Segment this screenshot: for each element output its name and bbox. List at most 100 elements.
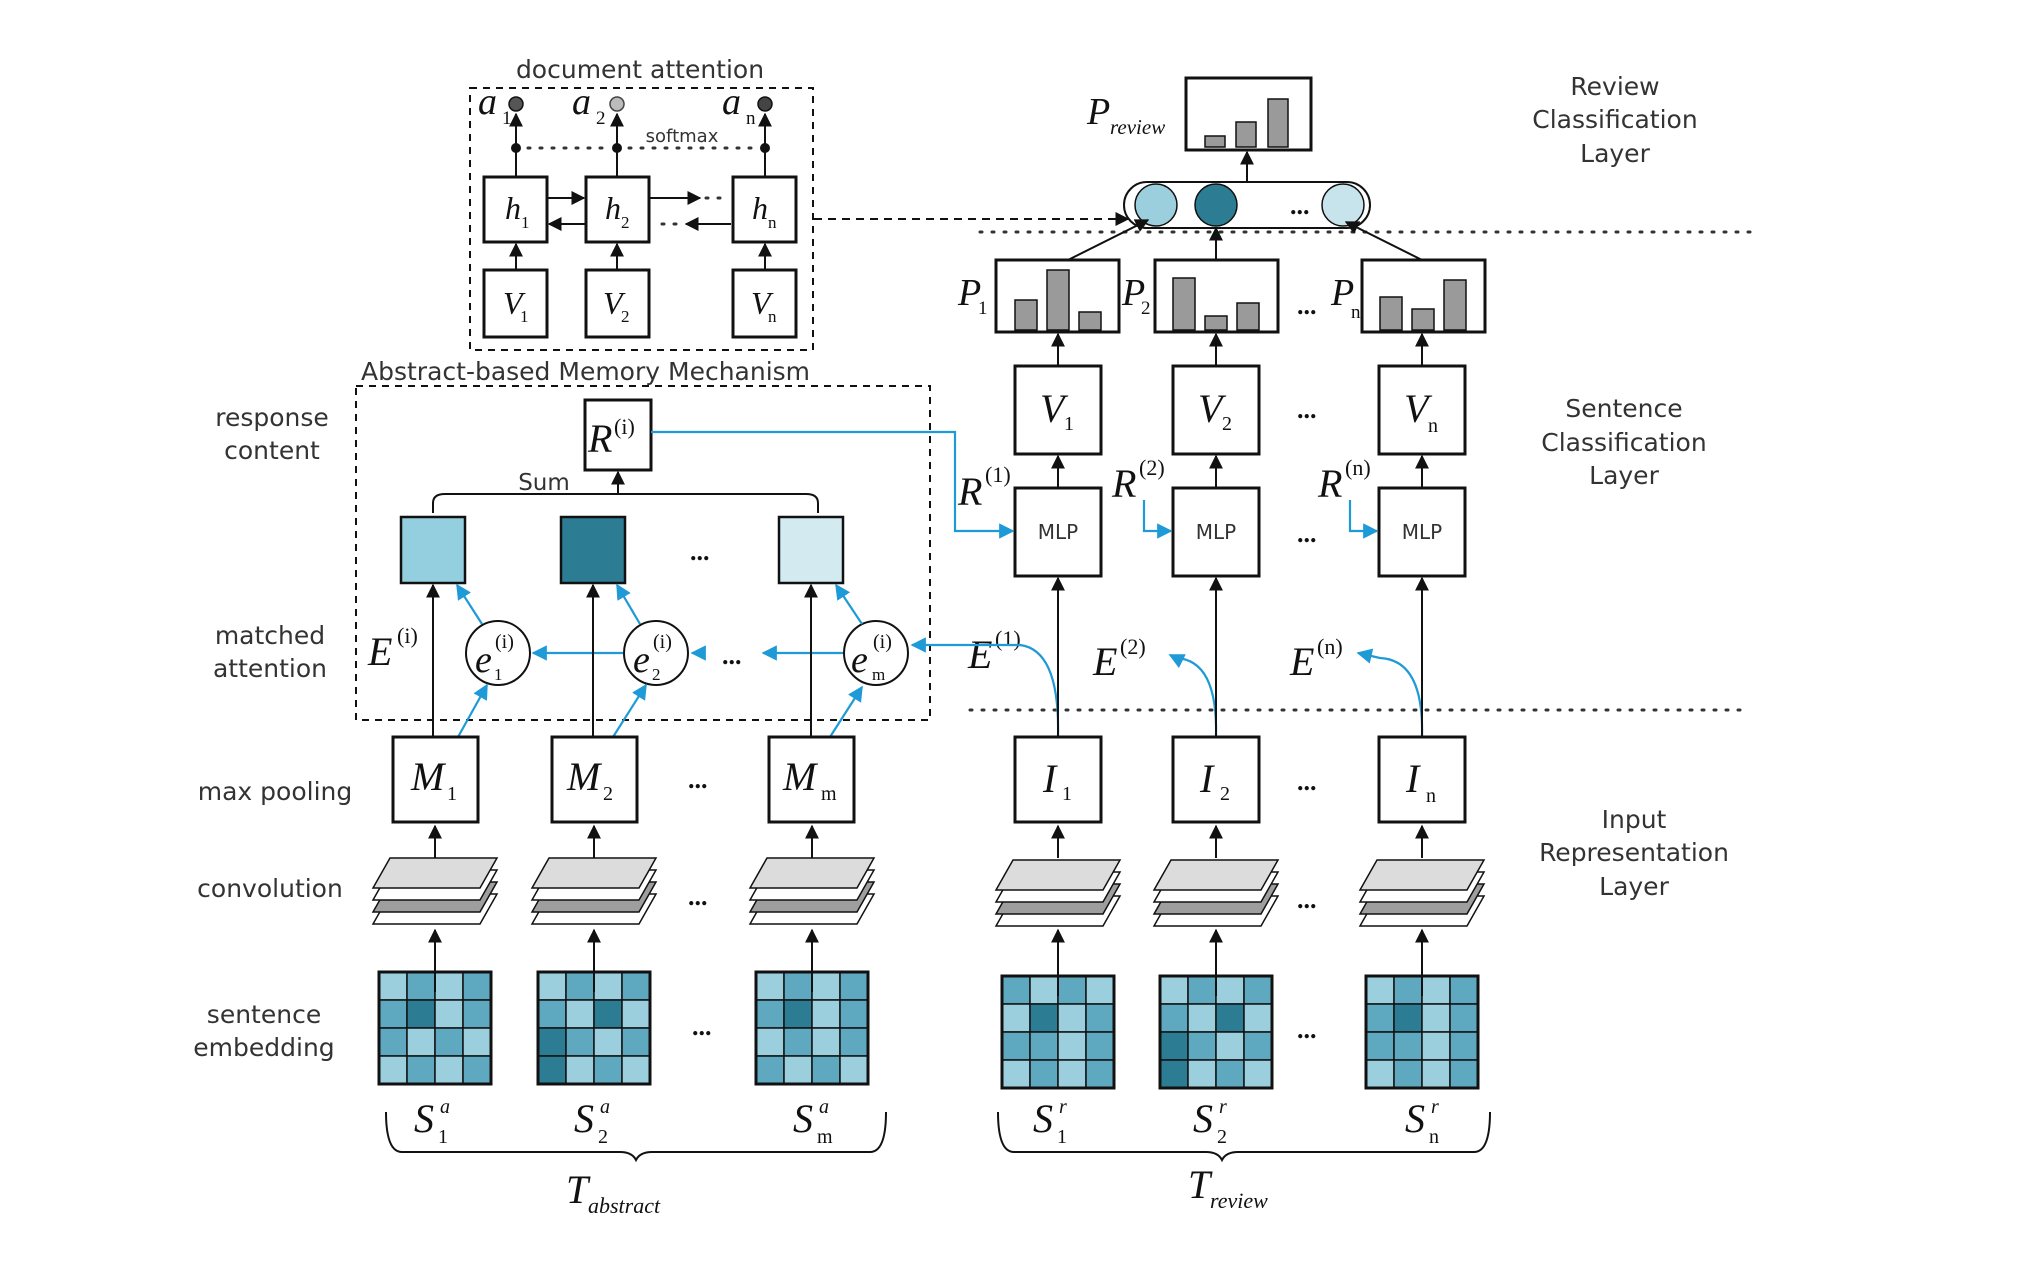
svg-text:E: E	[967, 632, 992, 677]
memory-mechanism-frame	[355, 385, 931, 721]
svg-text:1: 1	[1057, 1126, 1067, 1148]
embedding-cell	[593, 999, 623, 1029]
memory-mechanism: Abstract-based Memory Mechanism R (i) Su…	[355, 357, 1015, 738]
svg-text:e: e	[633, 639, 650, 681]
response-r1: R (1)	[957, 462, 1011, 514]
embedding-grid-2	[536, 928, 652, 1086]
embedding-cell	[1365, 1003, 1395, 1033]
hidden-state-h1: h 1	[482, 175, 549, 244]
svg-text:Layer: Layer	[1589, 461, 1659, 490]
svg-text:1: 1	[1064, 413, 1074, 435]
p-review-label: P review	[1086, 91, 1165, 139]
sentence-embedding-label-2: embedding	[193, 1033, 334, 1062]
embedding-cell	[537, 999, 567, 1029]
svg-text:V: V	[1198, 386, 1227, 431]
e2-curve	[1168, 654, 1218, 738]
embedding-cell	[783, 1027, 813, 1057]
svg-text:e: e	[475, 639, 492, 681]
sentence-vectors: V 1 V 2 ... V n	[1013, 332, 1467, 456]
embedding-grid-3	[754, 928, 870, 1086]
sentence-vector-v2: V 2	[1171, 364, 1261, 456]
embedding-grid-6	[1364, 928, 1480, 1090]
ri-to-mlp-arrow	[651, 430, 1015, 539]
embedding-cell	[378, 1055, 408, 1085]
conv-ellipsis-review: ...	[1297, 885, 1317, 914]
document-attention-frame	[469, 87, 814, 351]
svg-text:2: 2	[1220, 783, 1230, 805]
row-labels: response content matched attention max p…	[193, 403, 352, 1062]
embedding-cell	[755, 999, 785, 1029]
embedding-cell	[1449, 975, 1479, 1005]
svg-text:R: R	[587, 416, 612, 461]
svg-text:R: R	[1317, 461, 1342, 506]
conv-sheet	[994, 859, 1122, 891]
embedding-cell	[1421, 1003, 1451, 1033]
embedding-cell	[462, 1027, 492, 1057]
e-1-label: E (1)	[967, 626, 1021, 677]
embedding-cell	[1421, 975, 1451, 1005]
pooled-i1: I 1	[1013, 735, 1103, 824]
embedding-cell	[1029, 1031, 1059, 1061]
embedding-cell	[621, 1027, 651, 1057]
svg-text:2: 2	[621, 307, 630, 326]
embedding-cell	[593, 1027, 623, 1057]
embedding-cell	[1449, 1059, 1479, 1089]
svg-text:(i): (i)	[873, 631, 892, 653]
svg-text:2: 2	[1222, 413, 1232, 435]
svg-text:Classification: Classification	[1541, 428, 1706, 457]
sentence-node-1	[1134, 183, 1178, 227]
svg-text:h: h	[752, 190, 768, 226]
embed-ellipsis-review: ...	[1297, 1015, 1317, 1044]
attention-output-a2: a 2	[572, 81, 625, 129]
sentence-node-2	[1194, 183, 1238, 227]
capsule-ellipsis: ...	[1290, 191, 1310, 220]
svg-text:Representation: Representation	[1539, 838, 1729, 867]
svg-text:n: n	[768, 307, 777, 326]
embedding-cell	[462, 1055, 492, 1085]
svg-text:2: 2	[652, 665, 661, 684]
mlp-box-1	[1013, 486, 1103, 578]
svg-text:n: n	[746, 108, 756, 129]
svg-text:I: I	[1405, 756, 1421, 801]
matched-attention-label-1: matched	[215, 621, 325, 650]
embedding-cell	[1057, 1031, 1087, 1061]
embedding-cell	[434, 999, 464, 1029]
svg-text:M: M	[782, 754, 819, 799]
memory-slot-m	[777, 515, 845, 585]
svg-text:r: r	[1219, 1096, 1227, 1118]
t-abstract: T abstract	[566, 1167, 661, 1218]
embedding-cell	[621, 999, 651, 1029]
doc-input-v1: V 1	[482, 268, 549, 339]
conv-sheet	[371, 857, 499, 889]
embedding-cell	[1393, 1031, 1423, 1061]
embedding-grid-4	[1000, 928, 1116, 1090]
pooled-in: I n	[1377, 735, 1467, 824]
svg-text:T: T	[1188, 1162, 1213, 1207]
embedding-cell	[755, 1055, 785, 1085]
embedding-cell	[1029, 975, 1059, 1005]
svg-text:S: S	[414, 1096, 434, 1141]
embedding-cell	[1187, 1059, 1217, 1089]
embedding-cell	[1029, 1059, 1059, 1089]
svg-text:2: 2	[598, 1126, 608, 1148]
svg-text:a: a	[572, 81, 591, 123]
embedding-cell	[593, 971, 623, 1001]
svg-text:(1): (1)	[985, 462, 1011, 487]
sentence-labels: S a 1 S a 2 S a m S r 1 S r 2 S r n T ab…	[385, 1096, 1491, 1218]
svg-text:S: S	[793, 1096, 813, 1141]
embedding-cell	[1365, 1059, 1395, 1089]
svg-text:P: P	[957, 272, 981, 314]
abstract-brace	[385, 1111, 887, 1163]
svg-text:n: n	[1429, 1126, 1439, 1148]
svg-text:a: a	[819, 1096, 829, 1118]
embedding-cell	[537, 971, 567, 1001]
mlp-box-n	[1377, 486, 1467, 578]
embedding-cell	[1365, 1031, 1395, 1061]
attention-weight-dot	[609, 96, 625, 112]
embedding-cell	[621, 1055, 651, 1085]
sn-r: S r n	[1405, 1096, 1439, 1148]
embedding-cell	[565, 1055, 595, 1085]
embedding-cell	[565, 971, 595, 1001]
memory-slot-1	[399, 515, 467, 585]
